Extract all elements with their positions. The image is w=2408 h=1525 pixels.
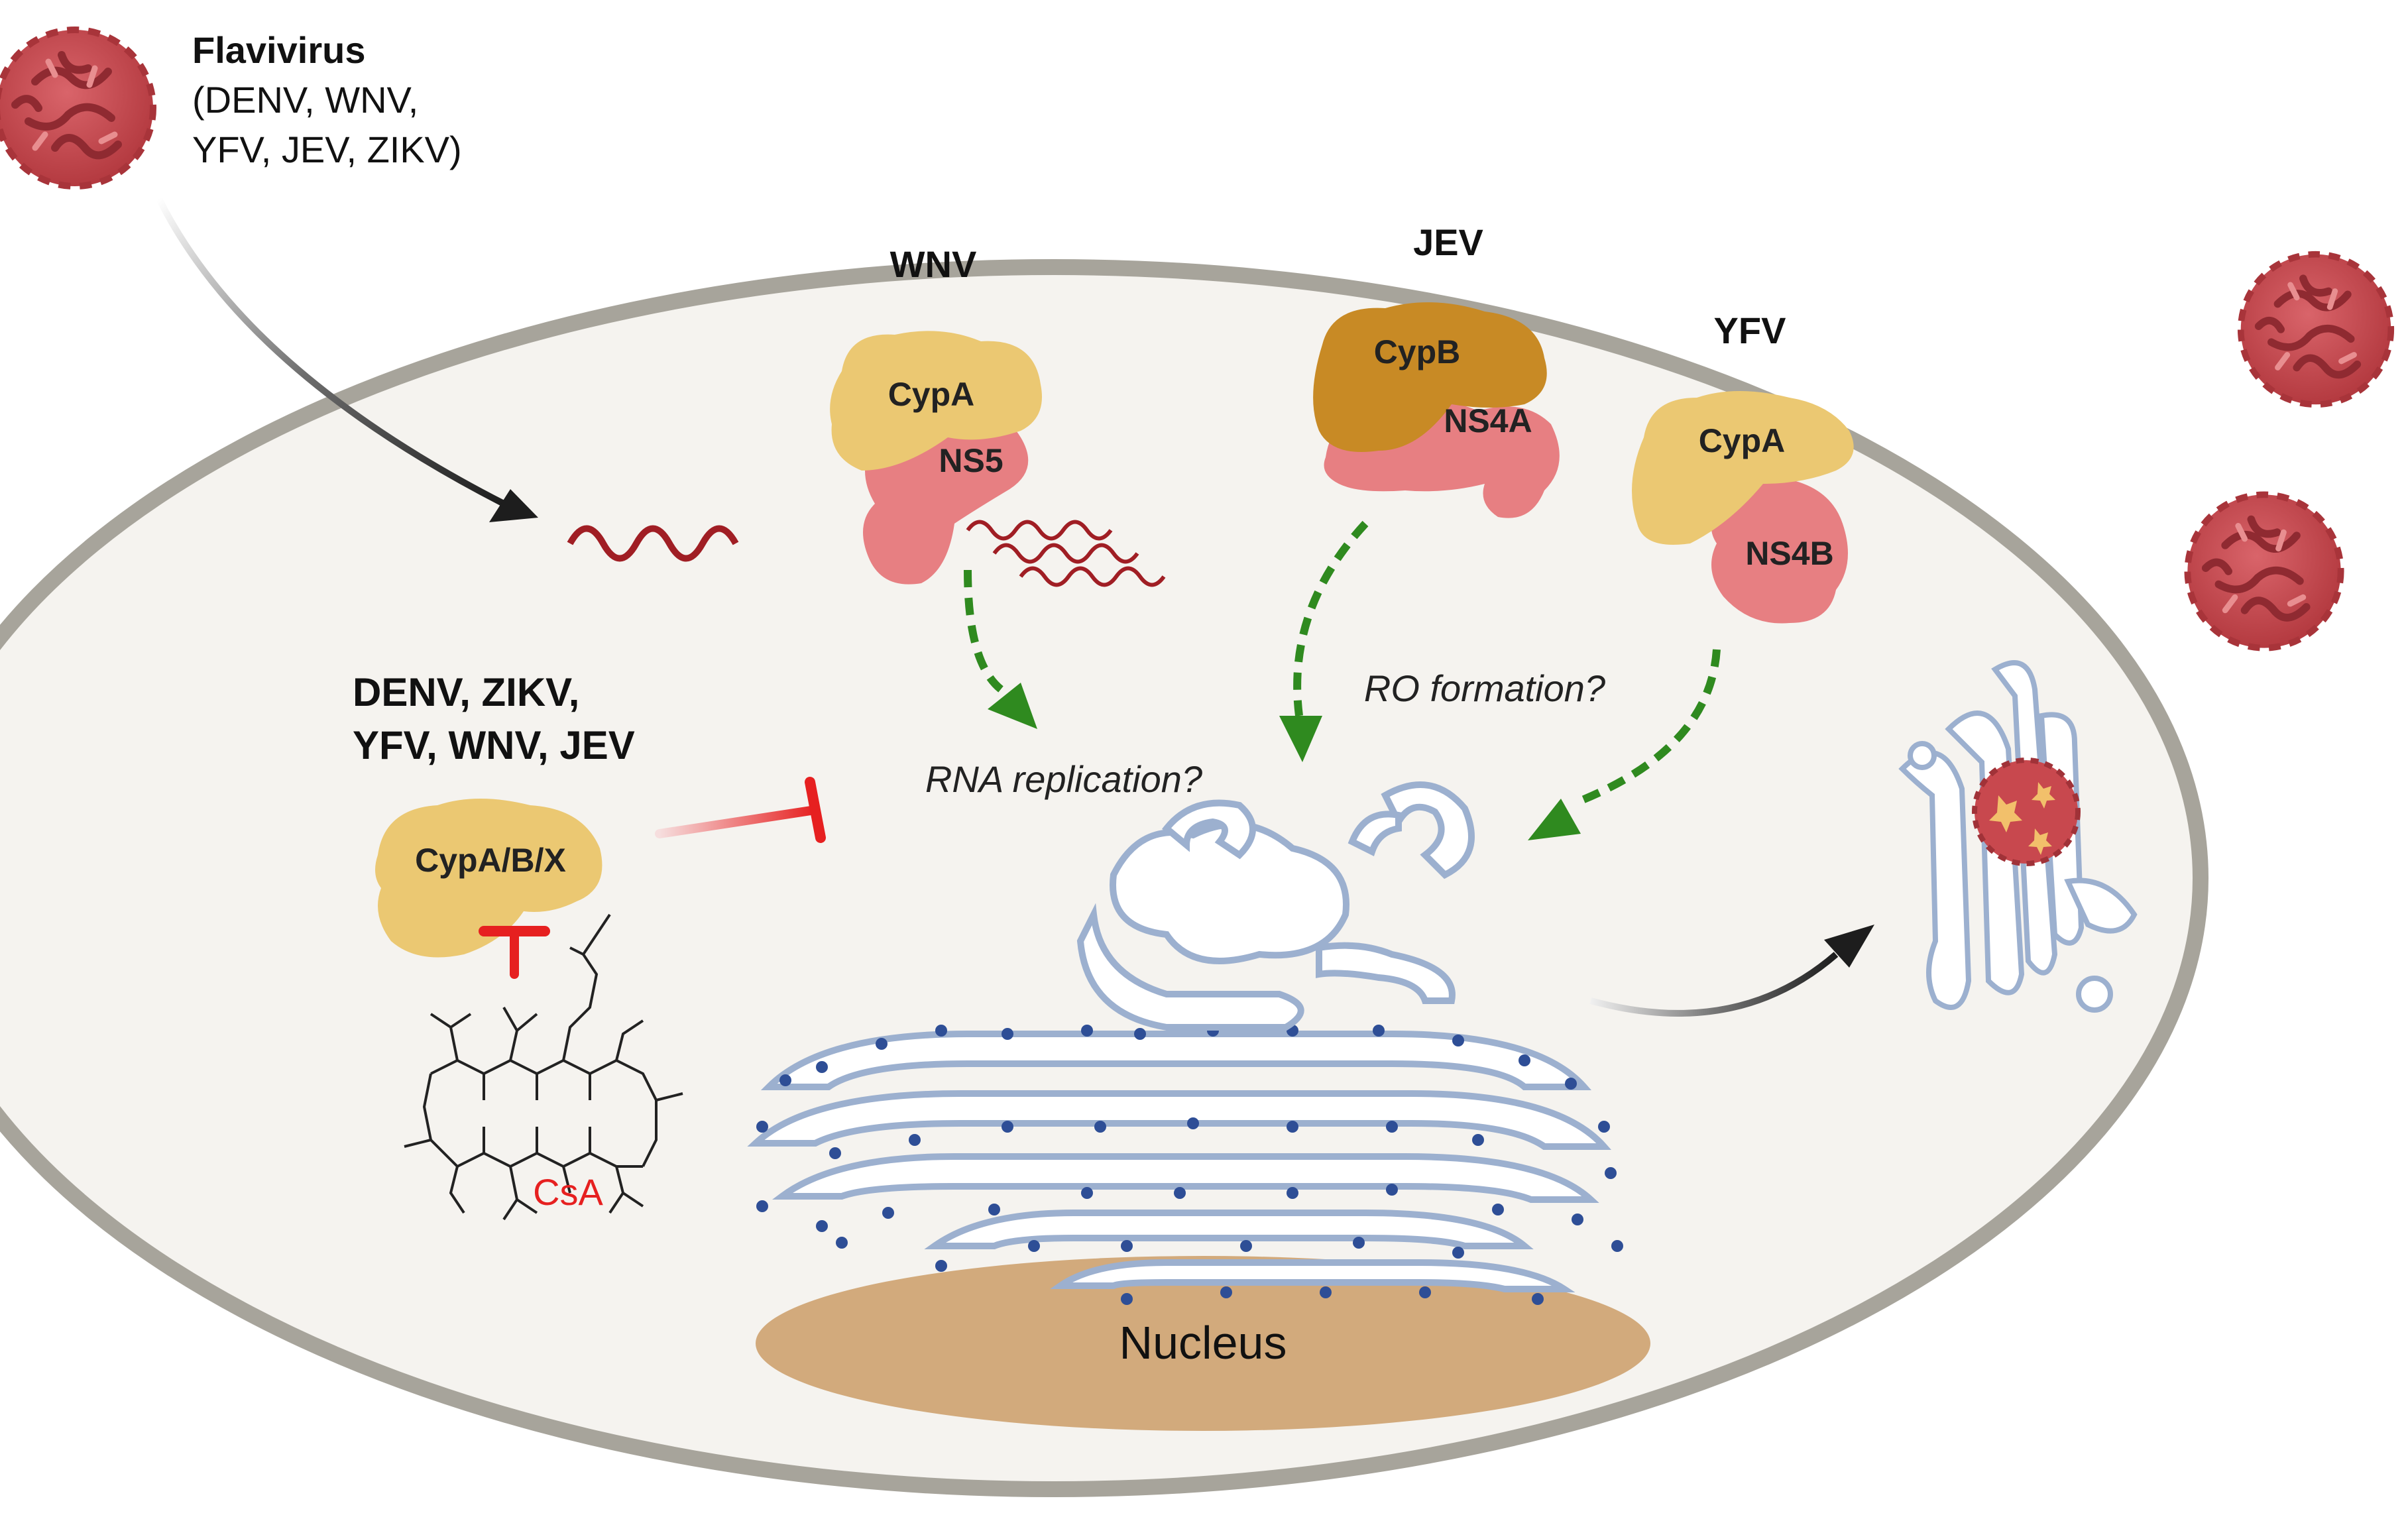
exit-arrow bbox=[1589, 952, 1839, 1017]
wnv-cyp-label: CypA bbox=[888, 376, 975, 413]
jev-cyp-label: CypB bbox=[1374, 333, 1461, 370]
cypa-protein-wnv bbox=[830, 331, 1042, 471]
replication-organelle bbox=[1076, 781, 1475, 1031]
ribosome-dot bbox=[1452, 1035, 1464, 1046]
ribosome-dot bbox=[1081, 1025, 1093, 1037]
er-ribosomes bbox=[756, 1025, 1623, 1305]
flavivirus-particle-entering bbox=[0, 30, 153, 186]
ribosome-dot bbox=[829, 1147, 841, 1159]
cypa-protein-yfv bbox=[1632, 391, 1854, 545]
cell-membrane bbox=[0, 259, 2208, 1497]
yfv-ns-label: NS4B bbox=[1745, 535, 1833, 572]
ribosome-dot bbox=[1605, 1167, 1617, 1179]
virus-label-title: Flavivirus bbox=[192, 29, 365, 71]
ribosome-dot bbox=[1532, 1293, 1544, 1305]
ribosome-dot bbox=[756, 1200, 768, 1212]
wnv-title: WNV bbox=[890, 243, 977, 285]
ribosome-dot bbox=[1519, 1054, 1530, 1066]
virus-label-line1: (DENV, WNV, bbox=[192, 79, 418, 121]
endoplasmic-reticulum bbox=[747, 1031, 1612, 1292]
ribosome-dot bbox=[988, 1204, 1000, 1215]
jev-ns-label: NS4A bbox=[1444, 402, 1532, 439]
ribosome-dot bbox=[935, 1260, 947, 1272]
ribosome-dot bbox=[816, 1220, 828, 1232]
ribosome-dot bbox=[816, 1061, 828, 1073]
yfv-to-ro-arrow bbox=[1576, 649, 1721, 806]
assembling-virion bbox=[1972, 758, 2081, 866]
cypabx-protein bbox=[375, 799, 602, 958]
ribosome-dot bbox=[1386, 1121, 1398, 1133]
ribosome-dot bbox=[1287, 1187, 1298, 1199]
ribosome-dot bbox=[1472, 1134, 1484, 1146]
cypabx-label: CypA/B/X bbox=[415, 842, 566, 879]
ribosome-dot bbox=[1419, 1286, 1431, 1298]
ribosome-dot bbox=[836, 1237, 848, 1249]
cypb-protein-jev bbox=[1313, 302, 1547, 452]
flavivirus-particle-released-1 bbox=[2241, 254, 2391, 405]
yfv-cyp-label: CypA bbox=[1699, 422, 1786, 459]
ribosome-dot bbox=[1492, 1204, 1504, 1215]
ribosome-dot bbox=[1134, 1028, 1146, 1040]
ribosome-dot bbox=[1121, 1240, 1133, 1252]
yfv-green-arrowhead bbox=[1528, 799, 1581, 840]
ribosome-dot bbox=[1174, 1187, 1186, 1199]
ribosome-dot bbox=[876, 1038, 888, 1050]
ribosome-dot bbox=[779, 1074, 791, 1086]
green-dashed-arrows bbox=[964, 520, 1721, 806]
ribosome-dot bbox=[1353, 1237, 1365, 1249]
ribosome-dot bbox=[1081, 1187, 1093, 1199]
jev-green-arrowhead bbox=[1279, 716, 1322, 762]
jev-to-ro-arrow bbox=[1293, 520, 1369, 716]
ribosome-dot bbox=[1002, 1121, 1013, 1133]
ribosome-dot bbox=[1240, 1240, 1252, 1252]
ribosome-dot bbox=[909, 1134, 921, 1146]
flavivirus-particle-released-2 bbox=[2187, 494, 2340, 648]
nucleus-label: Nucleus bbox=[1119, 1317, 1287, 1369]
ribosome-dot bbox=[756, 1121, 768, 1133]
yfv-title: YFV bbox=[1714, 310, 1786, 351]
csa-chemical-structure bbox=[404, 913, 683, 1221]
ro-formation-label: RO formation? bbox=[1364, 667, 1605, 709]
entry-arrow-head bbox=[489, 489, 538, 522]
ribosome-dot bbox=[1386, 1184, 1398, 1196]
ribosome-dot bbox=[1187, 1117, 1199, 1129]
exit-arrow-head bbox=[1824, 925, 1874, 968]
cyp-inhibits-replication-bar bbox=[805, 777, 826, 843]
nascent-rna-strands bbox=[966, 520, 1166, 587]
ribosome-dot bbox=[1094, 1121, 1106, 1133]
wnv-to-rna-replication-arrow bbox=[964, 569, 1003, 693]
ns4b-protein bbox=[1711, 477, 1848, 624]
ribosome-dot bbox=[1028, 1240, 1040, 1252]
csa-label: CsA bbox=[533, 1171, 603, 1213]
jev-title: JEV bbox=[1413, 221, 1483, 263]
entry-arrow bbox=[156, 197, 506, 507]
ribosome-dot bbox=[935, 1025, 947, 1037]
ribosome-dot bbox=[1002, 1028, 1013, 1040]
nucleus bbox=[756, 1256, 1650, 1431]
ribosome-dot bbox=[1611, 1240, 1623, 1252]
ribosome-dot bbox=[1320, 1286, 1332, 1298]
ribosome-dot bbox=[1452, 1247, 1464, 1259]
viral-rna-genome bbox=[567, 525, 739, 562]
ribosome-dot bbox=[1121, 1293, 1133, 1305]
ribosome-dot bbox=[1572, 1214, 1583, 1225]
ribosome-dot bbox=[1373, 1025, 1385, 1037]
wnv-green-arrowhead bbox=[988, 683, 1037, 729]
virus-label-line2: YFV, JEV, ZIKV) bbox=[192, 129, 462, 170]
inhibited-viruses-line1: DENV, ZIKV, bbox=[353, 670, 579, 714]
wnv-ns-label: NS5 bbox=[939, 442, 1003, 479]
rna-replication-label: RNA replication? bbox=[925, 758, 1202, 800]
ribosome-dot bbox=[1220, 1286, 1232, 1298]
ribosome-dot bbox=[1565, 1078, 1577, 1090]
cyp-inhibits-replication-line bbox=[655, 805, 820, 838]
ribosome-dot bbox=[1598, 1121, 1610, 1133]
ribosome-dot bbox=[882, 1207, 894, 1219]
ribosome-dot bbox=[1287, 1121, 1298, 1133]
inhibited-viruses-line2: YFV, WNV, JEV bbox=[353, 723, 635, 767]
